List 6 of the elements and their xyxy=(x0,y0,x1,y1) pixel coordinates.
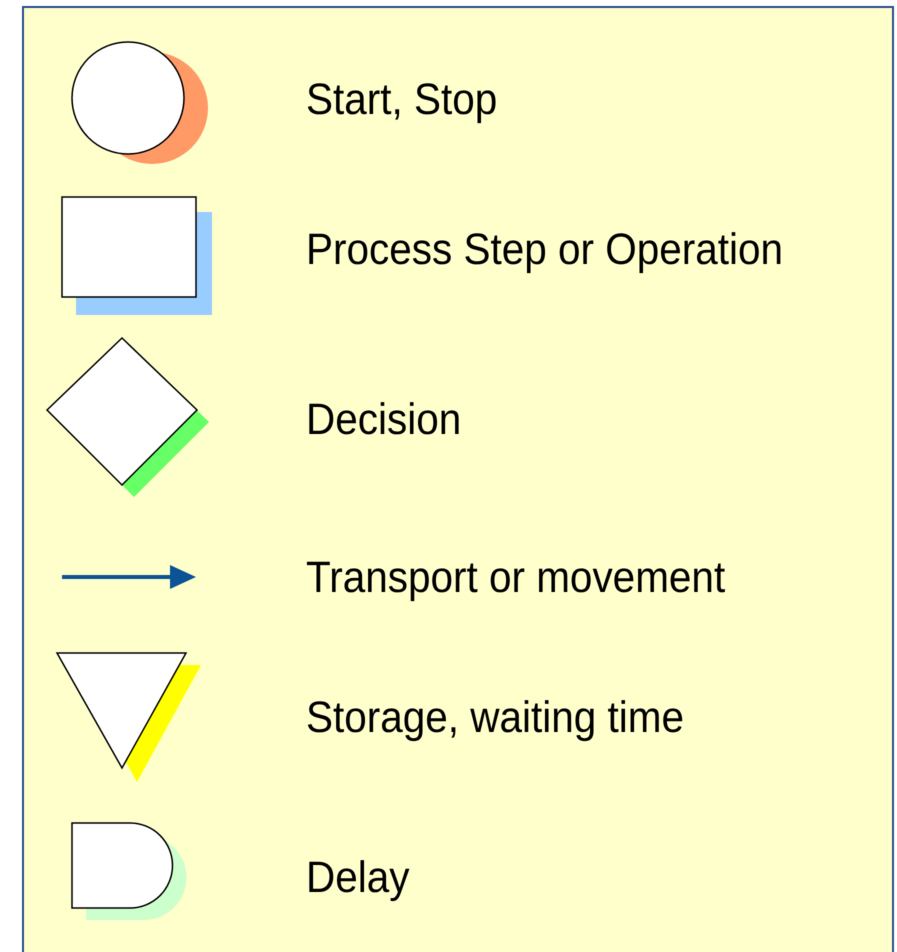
legend-label: Process Step or Operation xyxy=(306,224,783,276)
legend-label: Transport or movement xyxy=(306,552,726,604)
legend-label: Delay xyxy=(306,852,410,904)
legend-label: Decision xyxy=(306,394,462,446)
legend-label: Storage, waiting time xyxy=(306,692,684,744)
legend-label: Start, Stop xyxy=(306,74,498,126)
